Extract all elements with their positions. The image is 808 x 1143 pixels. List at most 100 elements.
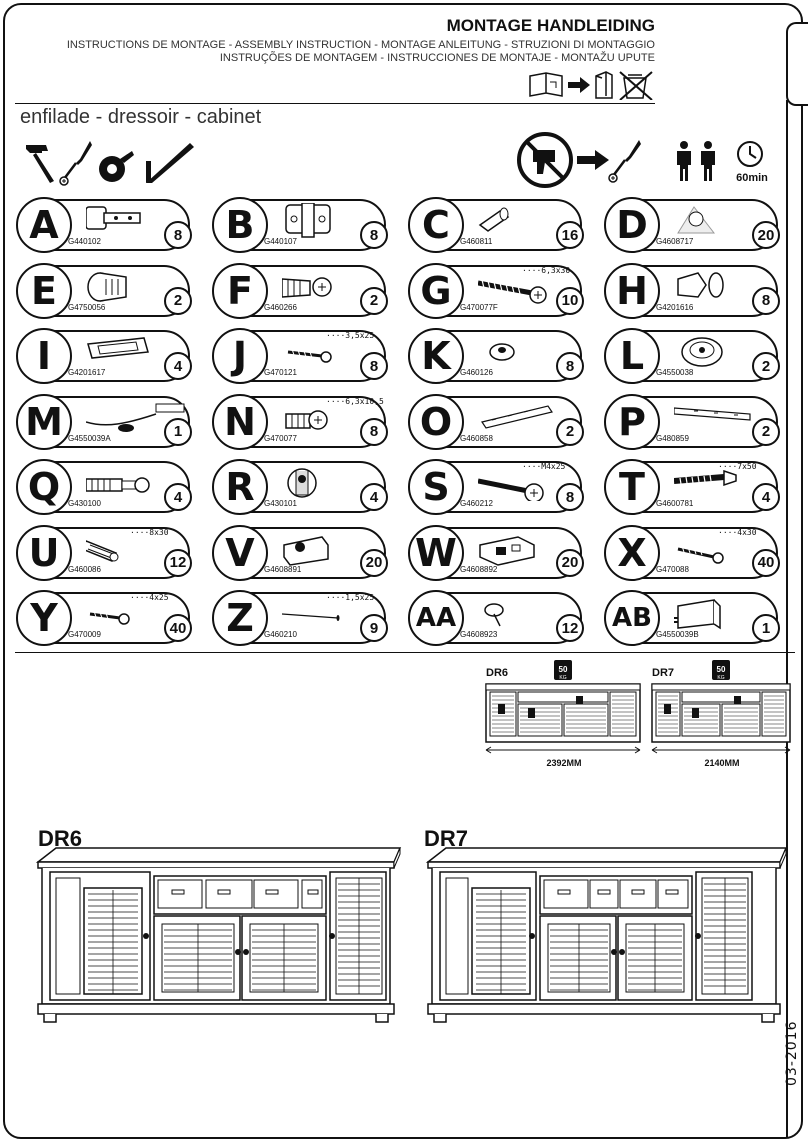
no-power-drill-icon [517, 132, 573, 188]
part-code: G460811 [460, 237, 493, 246]
part-dimension: ····1,5x25 [326, 593, 375, 602]
part-code: G4608923 [460, 630, 498, 639]
part-code: G470088 [656, 564, 689, 574]
part-drawing-icon [478, 279, 547, 304]
part-quantity: 2 [752, 352, 780, 380]
part-code: G4201617 [68, 368, 106, 377]
dr6-small-diagram: 50 KG [485, 660, 641, 754]
dr6-cabinet-drawing [35, 847, 402, 1023]
part-letter: AB [604, 590, 660, 646]
dr6-weight-unit: KG [559, 675, 566, 681]
part-drawing-icon [489, 343, 515, 361]
part-letter: L [604, 328, 660, 384]
part-code: G460126 [460, 368, 493, 377]
part-letter: M [16, 393, 72, 450]
part-quantity: 8 [360, 221, 388, 249]
part-drawing-icon [87, 337, 149, 359]
part-drawing-icon [282, 613, 340, 621]
tools-required [26, 141, 194, 186]
part-drawing-icon [677, 271, 724, 298]
part-drawing-icon [89, 610, 130, 625]
part-letter: O [408, 393, 464, 450]
part-quantity: 4 [164, 352, 192, 380]
assembly-time: 60min [736, 172, 768, 184]
arrow-icon [568, 77, 590, 93]
square-ruler-icon [146, 143, 194, 183]
part-drawing-icon [681, 337, 723, 367]
part-drawing-icon [87, 271, 127, 302]
header-icons [529, 71, 653, 100]
part-code: G4600781 [656, 499, 694, 508]
part-quantity: 40 [752, 548, 780, 577]
part-code: G430101 [264, 499, 297, 508]
part-quantity: 20 [556, 548, 584, 577]
part-drawing-icon [481, 404, 553, 429]
part-letter: AA [408, 590, 464, 646]
part-letter: Z [212, 590, 268, 646]
part-quantity: 2 [360, 286, 388, 315]
part-code: G4608891 [264, 564, 302, 574]
parts-rule [15, 652, 795, 653]
part-quantity: 4 [752, 483, 780, 511]
variant-dr6-label: DR6 [486, 667, 509, 679]
weight-icon: 50 KG [712, 660, 730, 681]
part-quantity: 20 [752, 221, 780, 249]
part-dimension: ····6,3x10,5 [326, 396, 384, 406]
part-letter: B [212, 197, 268, 253]
part-dimension: ····7x50 [718, 462, 757, 471]
part-code: G4750056 [68, 302, 106, 312]
dr6-title: DR6 [38, 826, 83, 851]
part-letter: D [604, 197, 660, 253]
part-drawing-icon [285, 409, 328, 430]
no-trash-icon [619, 71, 653, 100]
dr7-small-diagram: 50 KG [651, 660, 791, 754]
part-code: G460266 [264, 302, 297, 312]
variant-dr7-label: DR7 [652, 667, 675, 679]
part-letter: S [408, 459, 464, 515]
part-letter: R [212, 459, 268, 515]
part-letter: T [604, 459, 660, 515]
part-drawing-icon [287, 468, 317, 498]
part-code: G440102 [68, 237, 101, 246]
dr6-width: 2392MM [546, 758, 582, 768]
no-power-drill-warning [517, 132, 641, 188]
part-quantity: 8 [360, 352, 388, 380]
part-dimension: ····3,5x25 [326, 331, 375, 340]
side-tab [786, 22, 808, 106]
part-code: G470009 [68, 630, 101, 639]
dr7-width: 2140MM [704, 758, 740, 768]
part-letter: E [16, 262, 72, 319]
part-drawing-icon [285, 203, 331, 238]
part-drawing-icon [86, 206, 141, 230]
page-frame [3, 3, 803, 1139]
part-letter: J [212, 328, 268, 384]
part-code: G4550039A [68, 433, 111, 443]
part-quantity: 12 [556, 614, 584, 642]
part-dimension: ····4x30 [718, 527, 757, 537]
part-letter: Y [16, 590, 72, 646]
part-drawing-icon [287, 348, 332, 363]
screwdriver-icon [59, 141, 92, 186]
weight-icon: 50 KG [554, 660, 572, 681]
part-letter: N [212, 393, 268, 450]
part-letter: F [212, 262, 268, 319]
part-quantity: 4 [360, 483, 388, 511]
part-dimension: ····M4x25 [522, 462, 566, 471]
part-code: G460858 [460, 433, 493, 443]
part-letter: I [16, 328, 72, 384]
part-letter: H [604, 262, 660, 319]
arrow-icon [577, 150, 609, 170]
part-quantity: 20 [360, 548, 388, 577]
